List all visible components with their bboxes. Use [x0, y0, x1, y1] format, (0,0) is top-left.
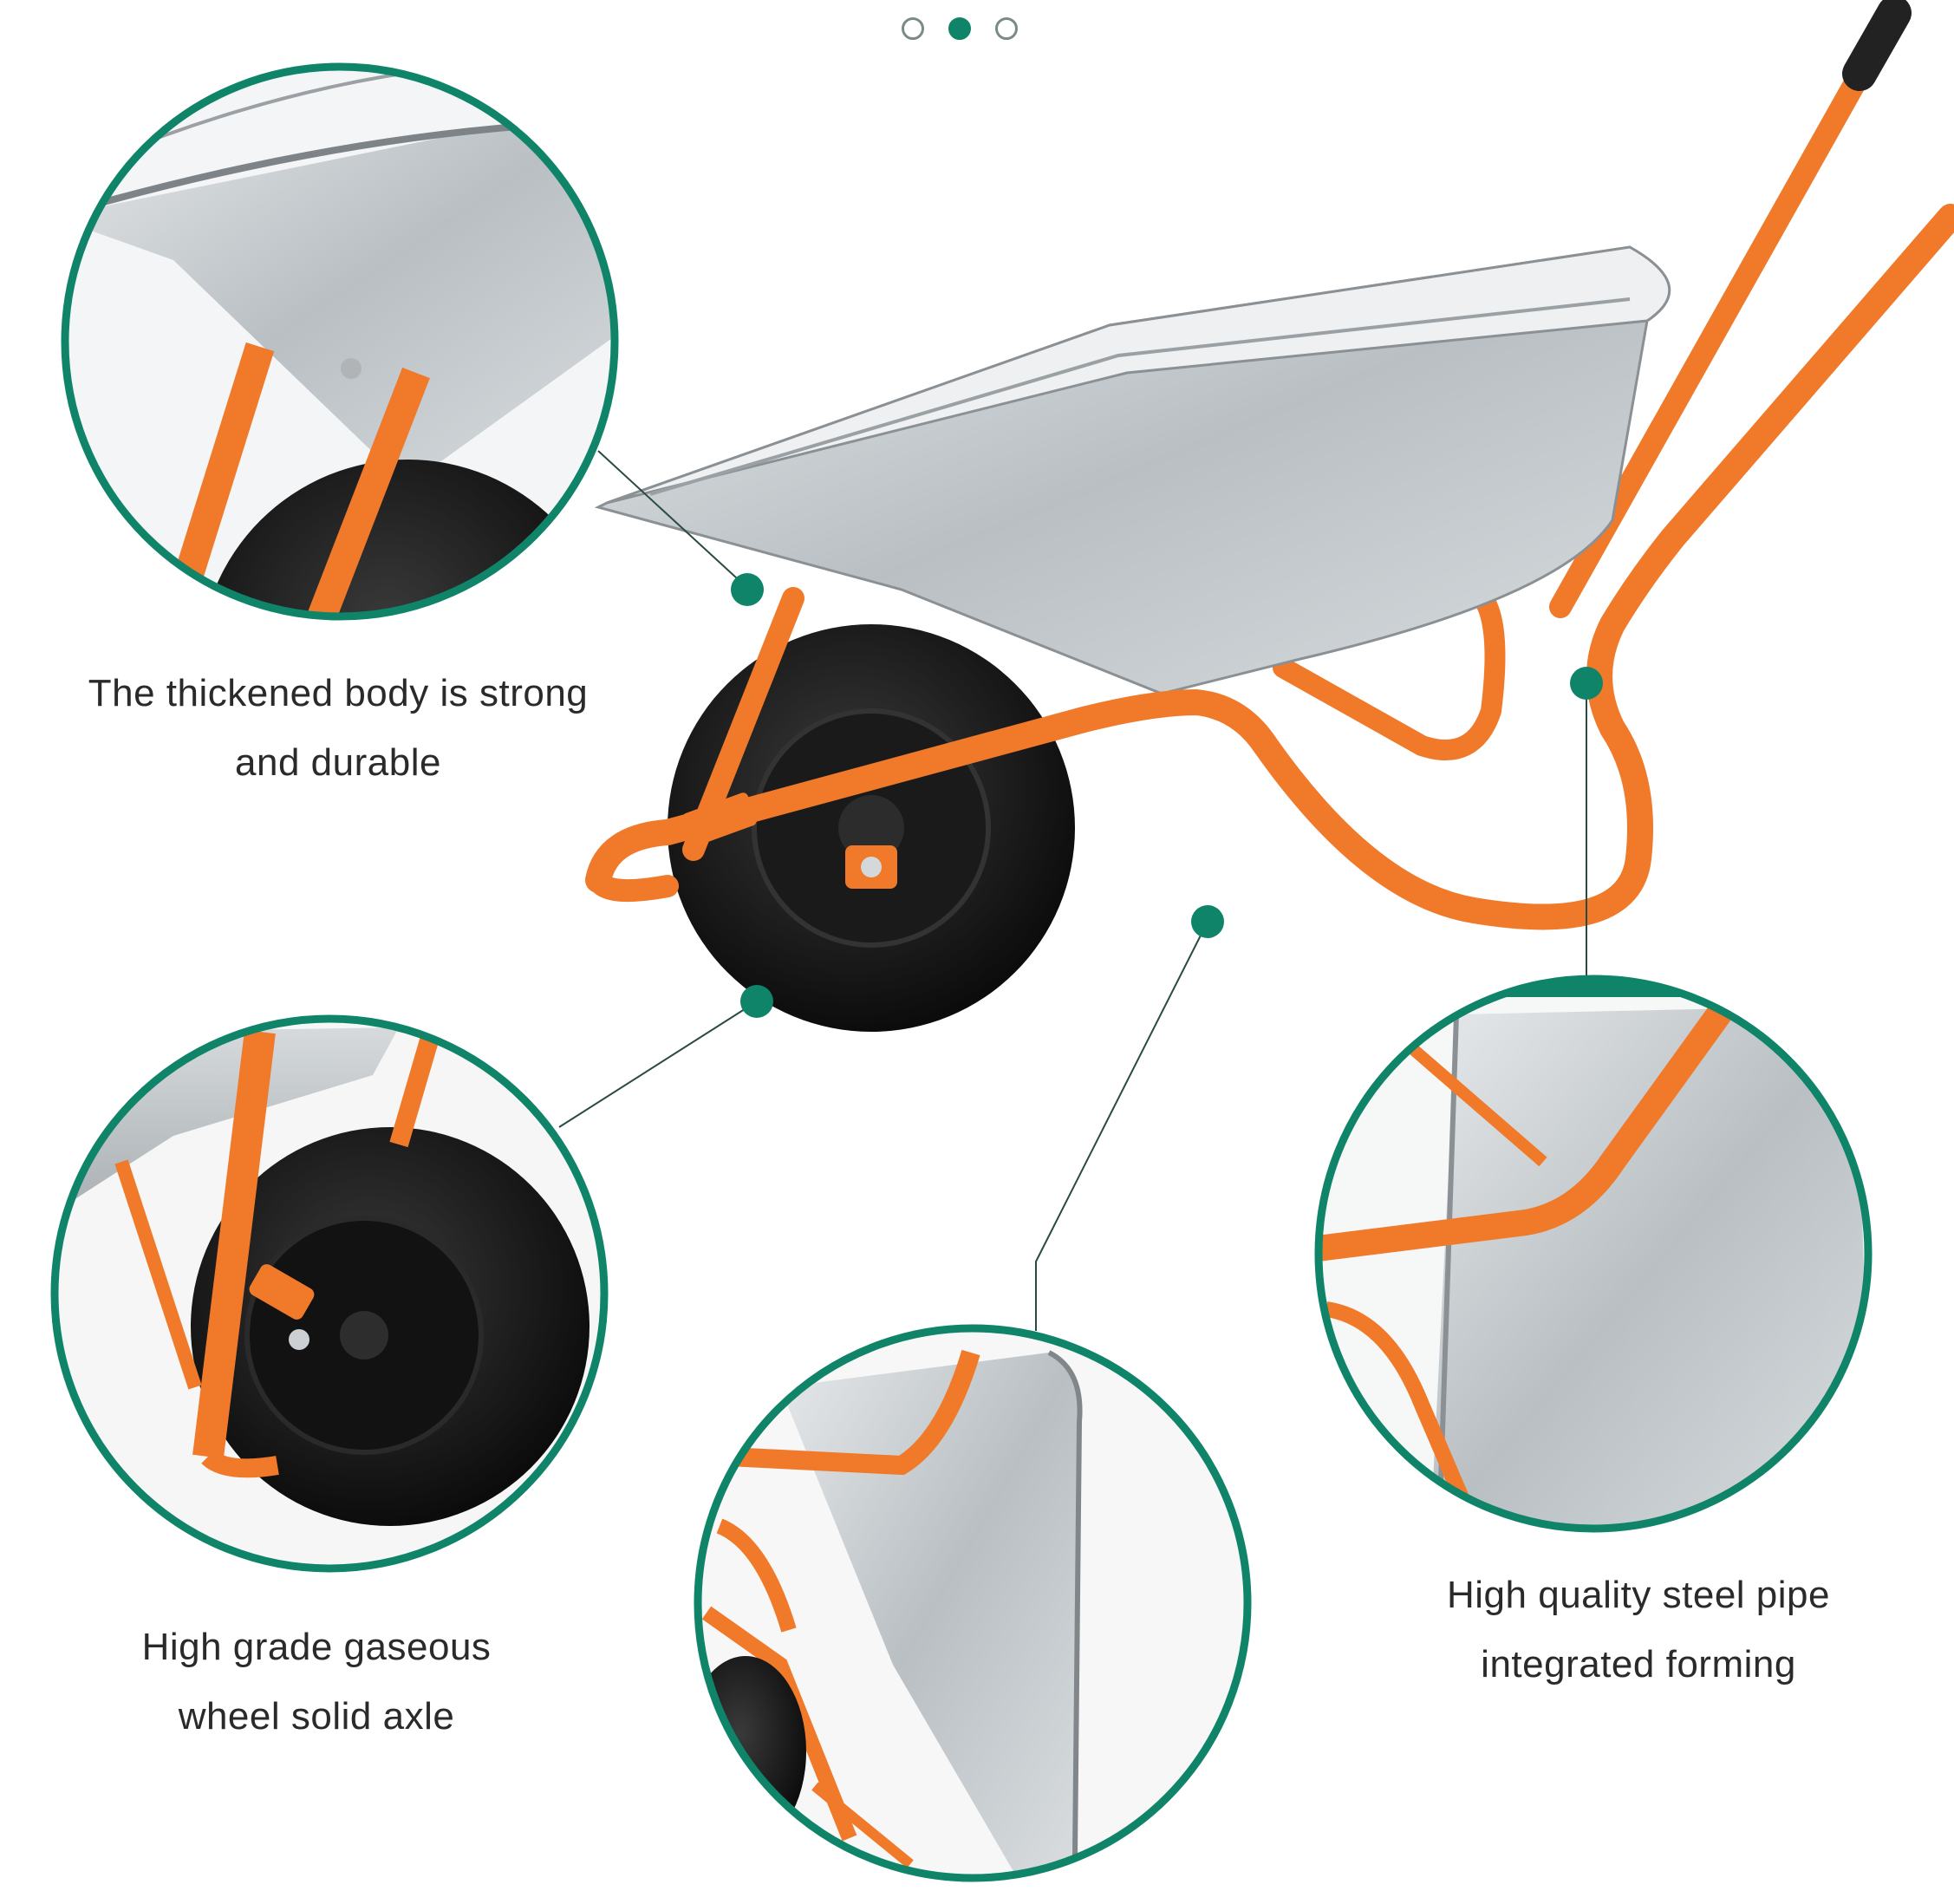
caption-body-line-1: The thickened body is strong [88, 672, 589, 714]
caption-frame-line-1: High quality steel pipe [1447, 1574, 1830, 1616]
caption-body-line-2: and durable [235, 741, 441, 784]
zoom-circle-frame [1314, 975, 1873, 1533]
handle-grip-icon [1842, 0, 1912, 91]
caption-frame-line-2: integrated forming [1481, 1643, 1796, 1686]
caption-body: The thickened body is strong and durable [35, 659, 642, 798]
callout-marker-edge [1191, 905, 1224, 938]
caption-wheel-line-1: High grade gaseous [141, 1626, 492, 1668]
wheelbarrow [585, 0, 1954, 1032]
caption-wheel: High grade gaseous wheel solid axle [35, 1613, 598, 1751]
zoom-circle-edge [694, 1324, 1252, 1882]
callout-marker-body [731, 573, 764, 606]
tray-rim [606, 245, 1671, 505]
caption-frame: High quality steel pipe integrated formi… [1352, 1561, 1925, 1699]
zoom-circle-body [61, 62, 619, 621]
callout-marker-frame [1570, 667, 1603, 700]
carousel-indicator [902, 17, 1018, 40]
caption-wheel-line-2: wheel solid axle [178, 1695, 455, 1738]
carousel-dot-3[interactable] [995, 17, 1018, 40]
callout-connectors [558, 450, 1603, 1331]
zoom-circle-wheel [50, 1014, 609, 1573]
carousel-dot-1[interactable] [902, 17, 924, 40]
callout-marker-wheel [740, 985, 773, 1018]
carousel-dot-2[interactable] [948, 17, 971, 40]
rear-leg-far [1273, 579, 1506, 760]
frame-near [585, 204, 1954, 930]
